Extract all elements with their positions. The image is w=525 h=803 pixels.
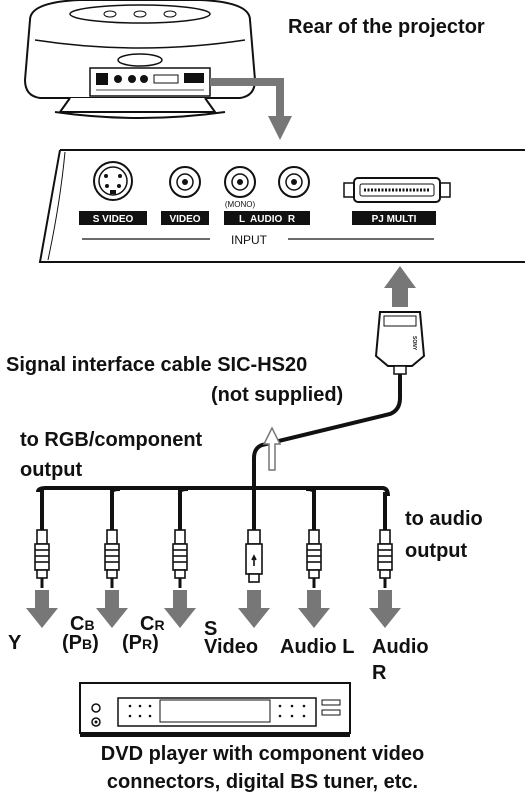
connector-brand: SONY: [411, 336, 417, 351]
plug-label-pb: (PB): [62, 632, 99, 654]
panel-label-pj-multi: PJ MULTI: [372, 214, 417, 225]
label-signal-cable-line1: Signal interface cable SIC-HS20: [6, 354, 308, 376]
label-to-rgb-line1: to RGB/component: [20, 429, 203, 451]
arrow-projector-to-panel: [210, 78, 292, 140]
panel-label-input: INPUT: [231, 233, 268, 247]
panel-label-video: VIDEO: [169, 214, 200, 225]
label-dvd-line2: connectors, digital BS tuner, etc.: [106, 771, 419, 793]
plug-label-cr: CR: [140, 613, 165, 635]
label-to-audio-line1: to audio: [405, 508, 483, 530]
plug-label-pr: (PR): [122, 632, 159, 654]
projector-illustration: [23, 0, 257, 119]
label-to-audio-line2: output: [405, 540, 468, 562]
cable: [36, 374, 402, 530]
cable-connector: SONY: [374, 311, 426, 375]
label-signal-cable-line2: (not supplied): [211, 384, 344, 406]
plug-label-video: Video: [204, 636, 259, 658]
arrows-down: [26, 590, 401, 628]
plugs: [34, 529, 393, 588]
plug-label-y: Y: [8, 632, 22, 654]
signal-direction-arrow: [262, 426, 282, 471]
input-panel: S VIDEO VIDEO (MONO) L AUDIO R PJ MULTI …: [38, 149, 525, 263]
label-to-rgb-line2: output: [20, 459, 83, 481]
panel-label-mono: (MONO): [225, 200, 256, 209]
plug-label-r: R: [372, 662, 387, 684]
plug-label-cb: CB: [70, 613, 95, 635]
arrow-cable-to-panel: [384, 266, 416, 307]
panel-label-s-video: S VIDEO: [93, 214, 134, 225]
plug-label-s: S: [204, 618, 218, 640]
panel-label-l-audio-r: L AUDIO R: [239, 214, 296, 225]
label-rear-of-projector: Rear of the projector: [288, 16, 485, 38]
plug-label-audio-l: Audio L: [280, 636, 355, 658]
plug-label-audio-r: Audio: [372, 636, 429, 658]
label-dvd-line1: DVD player with component video: [100, 743, 425, 765]
dvd-player-illustration: [79, 682, 351, 737]
